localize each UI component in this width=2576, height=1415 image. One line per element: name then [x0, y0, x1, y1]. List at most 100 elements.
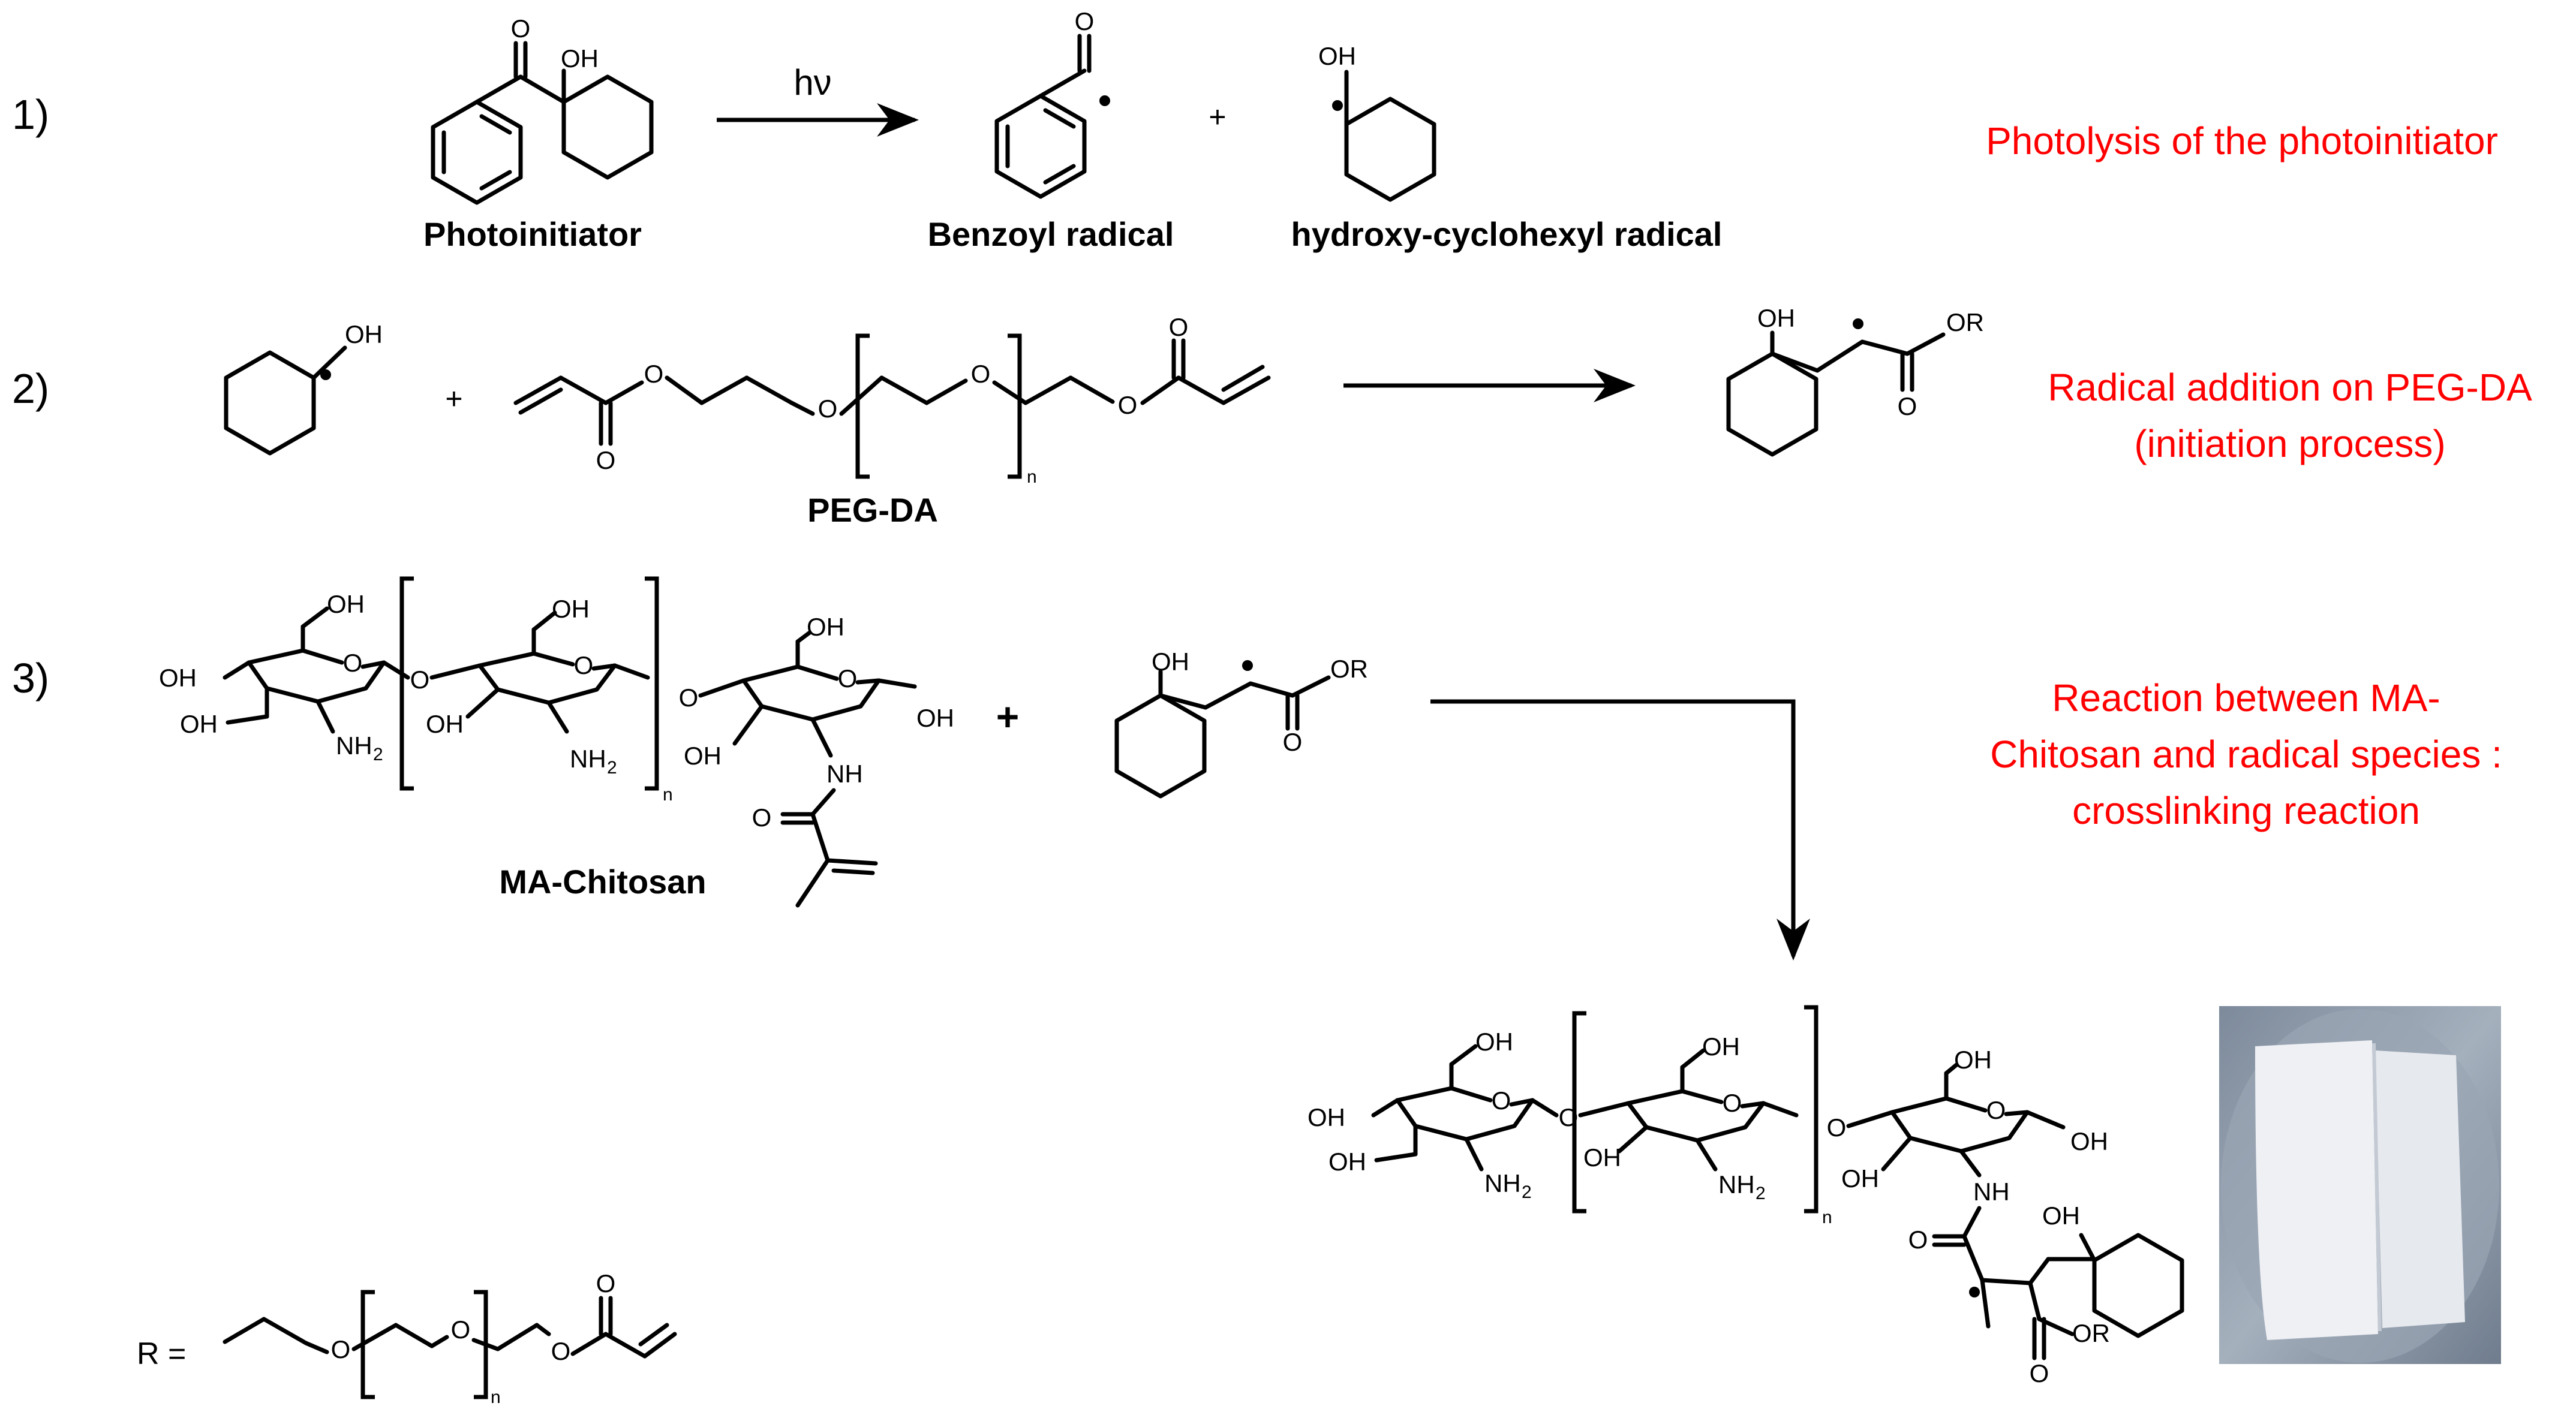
glycosidic-oxygen-1: O — [410, 666, 430, 694]
ring-oxygen-2: O — [1723, 1089, 1742, 1117]
repeat-unit-n: n — [1822, 1208, 1832, 1227]
r-group-structure: O O n O O — [223, 1269, 677, 1407]
ring2-oh-bottom: OH — [426, 710, 464, 738]
reactant-hydroxyl-label: OH — [345, 320, 383, 348]
plus-sign-3: + — [996, 694, 1020, 739]
radical-dot — [1099, 95, 1110, 106]
ring3-oh-top: OH — [1954, 1046, 1992, 1074]
description-step-2-line-2: (initiation process) — [2134, 422, 2445, 465]
ring1-oh-bottom: OH — [180, 710, 218, 738]
amine-subscript: 2 — [607, 758, 617, 778]
plus-sign-1: + — [1209, 100, 1226, 134]
radical-dot — [1853, 318, 1863, 329]
pegda-label: PEG-DA — [807, 491, 938, 529]
r-ether-oxygen-1: O — [331, 1335, 351, 1363]
ring2-oh-bottom: OH — [1583, 1143, 1621, 1172]
description-step-2-line-1: Radical addition on PEG-DA — [2048, 366, 2532, 409]
initiated-radical-product: OH OR O — [1726, 304, 1984, 457]
hydroxy-cyclohexyl-label: hydroxy-cyclohexyl radical — [1291, 215, 1722, 253]
ring3-nh: NH — [1973, 1178, 2010, 1206]
product-ester-label: OR — [1946, 308, 1984, 336]
pegda-structure: O O O O n O O — [513, 313, 1271, 487]
radical-species-reactant: OH OR O — [1114, 648, 1368, 799]
ma-chitosan-structure: O OH OH OH NH 2 O O OH OH NH 2 n O — [159, 576, 954, 908]
repeat-unit-n: n — [1027, 467, 1037, 487]
pegda-ester-oxygen-left: O — [644, 360, 664, 388]
r-ester-oxygen: O — [551, 1337, 571, 1365]
amine-subscript: 2 — [1756, 1184, 1766, 1203]
ring3-oh-bottom: OH — [684, 742, 722, 770]
plus-sign-2: + — [445, 382, 462, 416]
r-carbonyl-oxygen: O — [596, 1269, 616, 1297]
ring1-amine: NH — [336, 731, 372, 760]
glycosidic-oxygen-2: O — [1827, 1113, 1847, 1142]
hydroxyl-label: OH — [561, 44, 599, 73]
ring-oxygen-3: O — [838, 664, 858, 693]
pegda-ester-oxygen-right: O — [1118, 391, 1138, 419]
step-label-1: 1) — [12, 91, 49, 138]
description-step-3-line-3: crosslinking reaction — [2072, 789, 2420, 832]
product-ester-label: OR — [2072, 1319, 2110, 1347]
crosslinking-arrow — [1430, 699, 1810, 961]
description-step-3-line-1: Reaction between MA- — [2052, 676, 2440, 719]
radical-hydroxyl-label: OH — [1318, 42, 1356, 70]
amide-oxygen: O — [1908, 1226, 1928, 1254]
ring2-oh-top: OH — [1702, 1032, 1740, 1061]
ring-oxygen-2: O — [574, 651, 594, 679]
ring3-oh-bottom: OH — [1841, 1164, 1879, 1193]
r-definition-label: R = — [137, 1336, 186, 1371]
step-label-2: 2) — [12, 365, 49, 412]
pegda-ether-oxygen-2: O — [971, 360, 991, 388]
ring2-amine: NH — [1718, 1170, 1755, 1199]
amine-subscript: 2 — [1522, 1182, 1532, 1202]
repeat-unit-n: n — [663, 785, 673, 805]
ma-chitosan-label: MA-Chitosan — [499, 863, 706, 901]
hydroxy-cyclohexyl-radical-reactant: OH — [224, 320, 383, 456]
radical-dot — [1242, 660, 1253, 671]
ring1-oh-top: OH — [327, 590, 365, 618]
hv-label: hν — [793, 62, 831, 103]
ring1-amine: NH — [1484, 1169, 1521, 1197]
crosslinked-product-structure: O OH OH OH NH 2 O O OH OH NH 2 n O — [1307, 1005, 2184, 1387]
ring1-oh-bottom: OH — [1328, 1148, 1366, 1176]
pegda-carbonyl-oxygen-right: O — [1169, 313, 1189, 341]
benzoyl-oxygen: O — [1075, 7, 1095, 35]
benzoyl-radical-structure: O — [994, 7, 1110, 199]
ring2-oh-top: OH — [552, 595, 590, 623]
product-hydroxyl-label: OH — [1757, 304, 1795, 332]
reactant-ester-label: OR — [1330, 655, 1368, 683]
description-step-1: Photolysis of the photoinitiator — [1986, 119, 2498, 162]
ring3-oh-right: OH — [2070, 1127, 2108, 1155]
glycosidic-oxygen-2: O — [679, 684, 699, 712]
ring-oxygen-3: O — [1986, 1096, 2006, 1124]
radical-dot — [320, 369, 331, 380]
reactant-hydroxyl-label: OH — [1152, 648, 1189, 676]
radical-dot — [1969, 1287, 1980, 1297]
hydrogel-photo — [2219, 1006, 2501, 1364]
ring1-oh-left: OH — [159, 664, 197, 692]
step-label-3: 3) — [12, 655, 49, 702]
amine-subscript: 2 — [373, 745, 383, 764]
product-carbonyl-oxygen: O — [1898, 392, 1917, 420]
ring3-oh-right: OH — [916, 704, 954, 732]
pegda-carbonyl-oxygen-left: O — [596, 446, 616, 474]
product-carbonyl-oxygen: O — [2030, 1359, 2049, 1387]
pegda-ether-oxygen-1: O — [818, 395, 838, 423]
benzoyl-radical-label: Benzoyl radical — [928, 215, 1174, 253]
photoinitiator-label: Photoinitiator — [423, 215, 642, 253]
photoinitiator-structure: O OH — [431, 14, 654, 205]
ring3-nh: NH — [826, 760, 863, 788]
ring1-oh-top: OH — [1475, 1028, 1513, 1056]
repeat-unit-n: n — [491, 1387, 501, 1407]
product-hydroxyl-label: OH — [2042, 1202, 2080, 1230]
ring-oxygen-1: O — [1492, 1086, 1511, 1115]
hydroxy-cyclohexyl-radical-structure: OH — [1318, 42, 1436, 202]
r-ether-oxygen-2: O — [451, 1315, 471, 1344]
ring2-amine: NH — [570, 745, 606, 773]
radical-dot — [1332, 100, 1343, 111]
description-step-3-line-2: Chitosan and radical species : — [1990, 733, 2502, 776]
carbonyl-oxygen: O — [511, 14, 531, 43]
amide-oxygen: O — [752, 803, 772, 832]
ring-oxygen-1: O — [343, 649, 363, 677]
